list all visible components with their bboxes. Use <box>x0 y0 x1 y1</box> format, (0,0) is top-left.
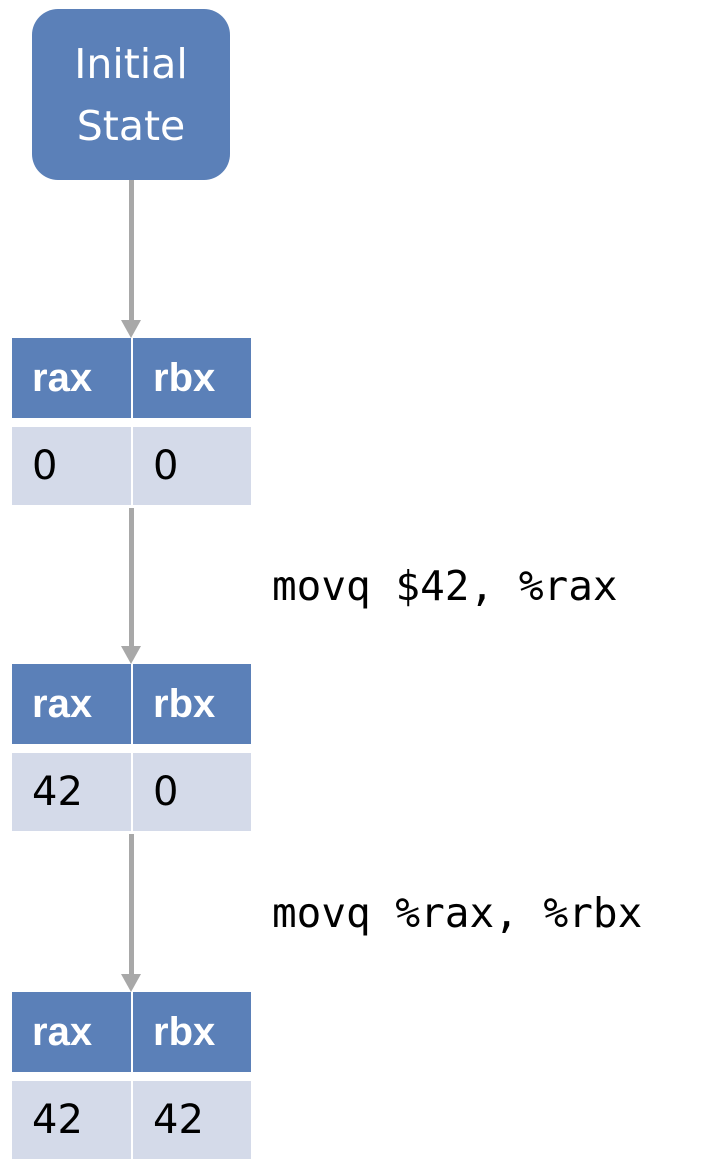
instruction-label-2: movq %rax, %rbx <box>272 889 643 937</box>
initial-state-label: Initial State <box>74 39 188 150</box>
register-value-row: 42 0 <box>12 753 251 831</box>
arrow-head-2 <box>121 646 141 664</box>
arrow-shaft-1 <box>129 180 134 322</box>
register-value-rax: 42 <box>12 1081 131 1159</box>
register-value-rax: 0 <box>12 427 131 505</box>
register-value-rbx: 0 <box>133 427 251 505</box>
register-state-table-0: rax rbx 0 0 <box>12 338 251 505</box>
arrow-shaft-3 <box>129 834 134 976</box>
register-header-rax: rax <box>12 664 131 744</box>
register-header-rbx: rbx <box>133 664 251 744</box>
register-value-rbx: 0 <box>133 753 251 831</box>
register-header-rax: rax <box>12 338 131 418</box>
register-header-row: rax rbx <box>12 992 251 1072</box>
register-value-rbx: 42 <box>133 1081 251 1159</box>
register-header-row: rax rbx <box>12 664 251 744</box>
register-header-rbx: rbx <box>133 992 251 1072</box>
register-state-table-1: rax rbx 42 0 <box>12 664 251 831</box>
register-value-row: 42 42 <box>12 1081 251 1159</box>
arrow-shaft-2 <box>129 508 134 650</box>
register-value-row: 0 0 <box>12 427 251 505</box>
register-value-rax: 42 <box>12 753 131 831</box>
register-state-table-2: rax rbx 42 42 <box>12 992 251 1159</box>
register-header-rax: rax <box>12 992 131 1072</box>
register-header-rbx: rbx <box>133 338 251 418</box>
arrow-head-1 <box>121 320 141 338</box>
instruction-label-1: movq $42, %rax <box>272 562 618 610</box>
register-header-row: rax rbx <box>12 338 251 418</box>
initial-state-node: Initial State <box>32 9 230 180</box>
arrow-head-3 <box>121 974 141 992</box>
